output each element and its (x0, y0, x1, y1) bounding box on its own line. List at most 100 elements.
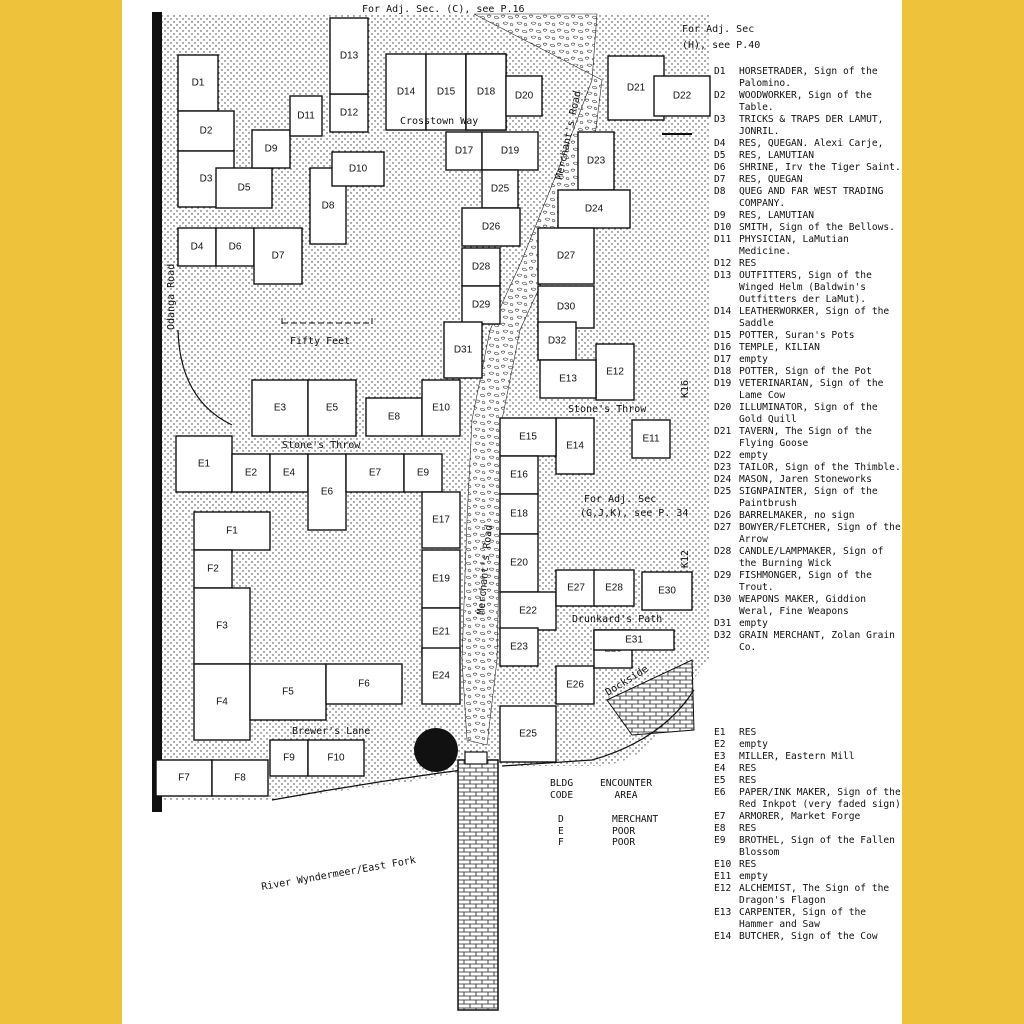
legend-description: RES, LAMUTIAN (739, 150, 815, 161)
legend-description: empty (739, 450, 768, 461)
building-e24 (421, 647, 461, 705)
legend-description: PHYSICIAN, LaMutian Medicine. (739, 234, 855, 257)
fifty-feet-label: Fifty Feet (290, 336, 350, 347)
legend-description: empty (739, 618, 768, 629)
building-f7 (155, 759, 213, 797)
legend-description: TAVERN, The Sign of the Flying Goose (739, 426, 878, 449)
building-label-f2: F2 (207, 564, 219, 575)
building-label-e11: E11 (642, 434, 659, 445)
building-e4 (269, 453, 309, 493)
building-e3 (251, 379, 309, 437)
building-label-d15: D15 (437, 87, 456, 98)
legend-d-row-d5: D5 RES, LAMUTIAN (714, 150, 902, 162)
building-d15 (425, 53, 467, 131)
building-label-e26: E26 (566, 680, 584, 691)
building-e19 (421, 549, 461, 609)
legend-code: E2 (714, 739, 726, 750)
building-d7 (253, 227, 303, 285)
building-d5 (215, 167, 273, 209)
legend-code: D4 (714, 138, 726, 149)
legend-e-row-e1: E1 RES (714, 727, 902, 739)
legend-code: D29 (714, 570, 732, 581)
legend-description: RES (739, 727, 757, 738)
building-e10 (421, 379, 461, 437)
building-label-e23: E23 (510, 642, 528, 653)
legend-code: D31 (714, 618, 732, 629)
legend-code: D17 (714, 354, 732, 365)
legend-code: E10 (714, 859, 732, 870)
building-e26 (555, 665, 595, 705)
building-label-d1: D1 (192, 78, 205, 89)
building-d10 (331, 151, 385, 187)
building-d13 (329, 17, 369, 95)
key-bldg-header: BLDG (550, 778, 574, 789)
legend-description: QUEG AND FAR WEST TRADING COMPANY. (739, 186, 890, 209)
legend-description: POTTER, Sign of the Pot (739, 366, 872, 377)
building-d9 (251, 129, 291, 169)
building-label-f4: F4 (216, 697, 228, 708)
legend-code: D24 (714, 474, 732, 485)
building-f8 (211, 759, 269, 797)
key-code: E (558, 825, 564, 837)
building-label-e15: E15 (519, 432, 537, 443)
building-e30 (641, 571, 693, 611)
legend-code: D1 (714, 66, 726, 77)
building-e16 (499, 455, 539, 495)
building-label-e7: E7 (369, 468, 382, 479)
legend-code: D5 (714, 150, 726, 161)
building-label-d21: D21 (627, 83, 646, 94)
odanga-road-label: Odanga Road (166, 264, 177, 330)
building-e2 (231, 453, 271, 493)
building-label-e17: E17 (432, 515, 450, 526)
building-f3 (193, 587, 251, 665)
building-e8 (365, 397, 423, 437)
k16-label: K16 (680, 380, 691, 398)
building-label-e31: E31 (625, 635, 643, 646)
building-f4 (193, 663, 251, 741)
building-e11 (631, 419, 671, 459)
legend-code: D21 (714, 426, 732, 437)
legend-description: empty (739, 354, 768, 365)
building-e13 (539, 359, 597, 399)
legend-d-row-d17: D17 empty (714, 354, 902, 366)
building-label-e25: E25 (519, 729, 537, 740)
legend-description: RES (739, 775, 757, 786)
legend-code: E5 (714, 775, 726, 786)
bridge-tower (414, 728, 458, 772)
legend-code: D3 (714, 114, 726, 125)
legend-e-row-e5: E5 RES (714, 775, 902, 787)
legend-description: OUTFITTERS, Sign of the Winged Helm (Bal… (739, 270, 878, 305)
legend-code: E1 (714, 727, 726, 738)
legend-code: D11 (714, 234, 732, 245)
building-label-d28: D28 (472, 262, 491, 273)
building-label-e14: E14 (566, 441, 584, 452)
legend-code: D20 (714, 402, 732, 413)
building-label-d8: D8 (322, 201, 335, 212)
drunkards-path-label: Drunkard's Path (572, 614, 662, 625)
building-d17 (445, 131, 483, 171)
building-label-d30: D30 (557, 302, 576, 313)
building-f10 (307, 739, 365, 777)
legend-description: PAPER/INK MAKER, Sign of the Red Inkpot … (739, 787, 907, 810)
legend-description: RES (739, 859, 757, 870)
legend-d-row-d11: D11 PHYSICIAN, LaMutian Medicine. (714, 234, 902, 258)
building-label-d5: D5 (238, 183, 251, 194)
legend-code: D7 (714, 174, 726, 185)
building-label-d4: D4 (191, 242, 204, 253)
legend-code: D12 (714, 258, 732, 269)
